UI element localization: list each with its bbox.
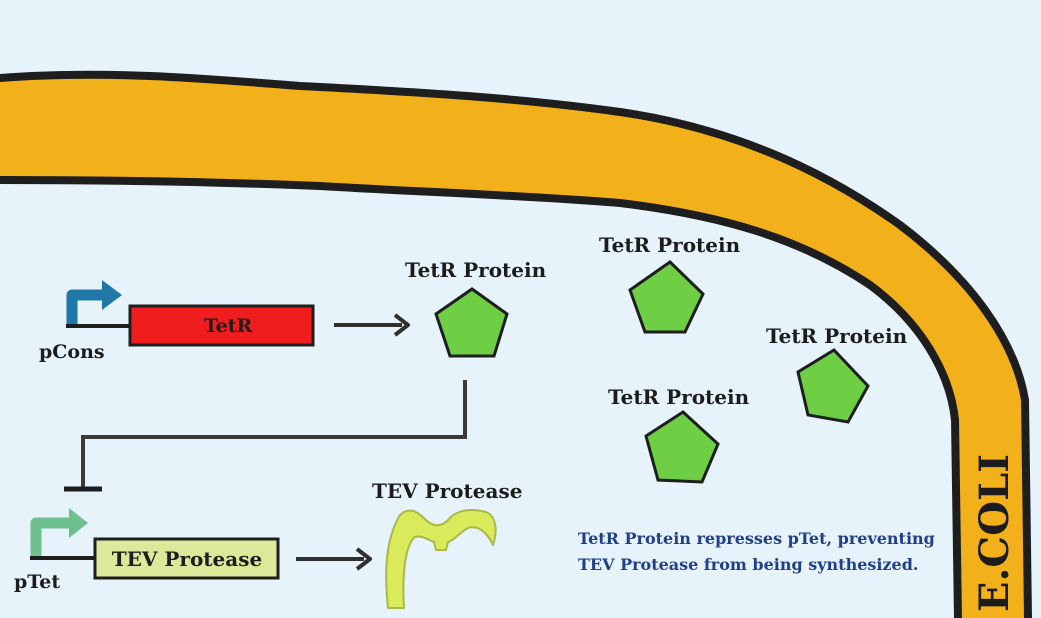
expression-arrow [334, 313, 410, 337]
pcons-label: pCons [39, 341, 105, 363]
expression-arrow [296, 547, 372, 571]
promoter-arrow-icon [66, 280, 122, 326]
tev-protease-label: TEV Protease [372, 479, 522, 503]
protease-shape-icon [385, 509, 497, 609]
repression-line [81, 380, 467, 488]
pentagon-icon [628, 260, 705, 334]
cell-label: E.COLI [971, 454, 1018, 612]
tetr-gene-box [128, 304, 315, 347]
tev-gene-label: TEV Protease [112, 547, 262, 571]
tev-gene-box [93, 537, 280, 580]
tetr-gene-label: TetR [204, 315, 253, 337]
cell-membrane-inner-edge [0, 176, 962, 618]
pentagon-icon [434, 287, 509, 358]
tetr-protein-label-1: TetR Protein [405, 258, 547, 282]
tetr-protein-label-4: TetR Protein [608, 385, 750, 409]
pentagon-icon [644, 410, 720, 484]
cell-membrane-outer-edge [0, 70, 1032, 618]
caption-line-2: TEV Protease from being synthesized. [578, 555, 918, 574]
cell-membrane [0, 74, 1028, 618]
tetr-protein-label-2: TetR Protein [599, 233, 741, 257]
caption-line-1: TetR Protein represses pTet, preventing [578, 529, 935, 548]
promoter-arrow-icon [30, 508, 88, 558]
ptet-label: pTet [14, 571, 60, 593]
tetr-protein-label-3: TetR Protein [766, 324, 908, 348]
pentagon-icon [796, 348, 870, 424]
